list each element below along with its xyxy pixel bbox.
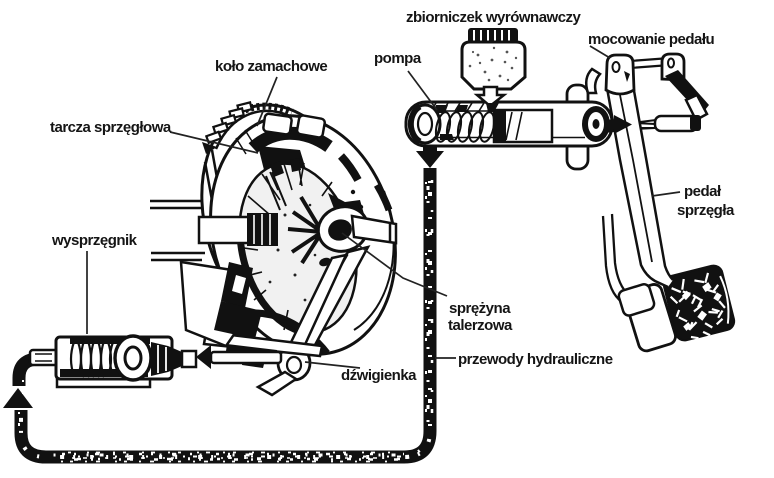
svg-text:mocowanie pedału: mocowanie pedału	[588, 31, 715, 48]
svg-text:sprzęgła: sprzęgła	[677, 202, 735, 219]
svg-text:pedał: pedał	[684, 183, 722, 200]
svg-text:pompa: pompa	[374, 50, 422, 67]
svg-text:talerzowa: talerzowa	[448, 317, 513, 334]
svg-text:wysprzęgnik: wysprzęgnik	[51, 232, 138, 249]
svg-text:tarcza sprzęgłowa: tarcza sprzęgłowa	[50, 119, 172, 136]
svg-text:zbiorniczek wyrównawczy: zbiorniczek wyrównawczy	[406, 9, 582, 26]
svg-text:koło zamachowe: koło zamachowe	[215, 58, 327, 75]
svg-text:dźwigienka: dźwigienka	[341, 367, 417, 384]
svg-text:przewody hydrauliczne: przewody hydrauliczne	[458, 351, 613, 368]
svg-text:sprężyna: sprężyna	[449, 300, 511, 317]
